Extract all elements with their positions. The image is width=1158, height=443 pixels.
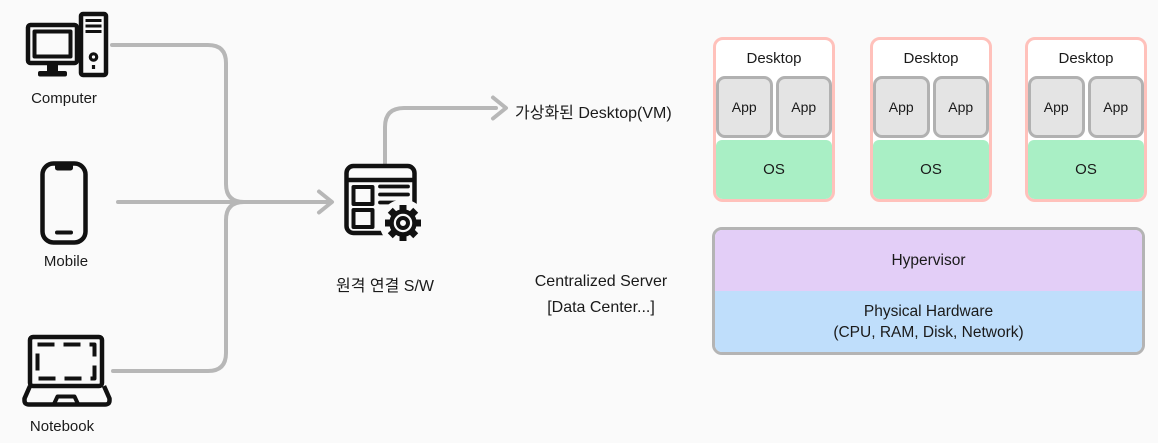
centralized-server-label: Centralized Server [Data Center...] — [501, 269, 701, 321]
app-box: App — [873, 76, 930, 138]
centralized-server-line2: [Data Center...] — [547, 299, 655, 316]
app-row: App App — [716, 76, 832, 138]
desktop-vm-box-3: Desktop App App OS — [1025, 37, 1147, 202]
software-to-vm-line — [383, 106, 498, 166]
notebook-to-junction-line — [111, 200, 246, 373]
desktop-vm-box-1: Desktop App App OS — [713, 37, 835, 202]
physical-hardware-layer: Physical Hardware (CPU, RAM, Disk, Netwo… — [715, 291, 1142, 352]
mobile-icon — [40, 161, 88, 245]
desktop-title: Desktop — [1058, 49, 1114, 67]
gear-icon — [379, 199, 427, 247]
infrastructure-box: Hypervisor Physical Hardware (CPU, RAM, … — [712, 227, 1145, 355]
arrowhead-to-vm — [491, 95, 508, 121]
mobile-label: Mobile — [43, 253, 89, 270]
os-box: OS — [1028, 140, 1144, 199]
desktop-title: Desktop — [746, 49, 802, 67]
hardware-line1: Physical Hardware — [863, 302, 994, 320]
computer-label: Computer — [31, 90, 97, 107]
desktop-title: Desktop — [903, 49, 959, 67]
app-box: App — [1087, 76, 1144, 138]
hardware-line2: (CPU, RAM, Disk, Network) — [833, 323, 1024, 341]
virtualized-desktop-label: 가상화된 Desktop(VM) — [515, 105, 672, 122]
remote-software-label: 원격 연결 S/W — [336, 278, 434, 295]
computer-to-junction-line — [110, 43, 246, 204]
hypervisor-layer: Hypervisor — [715, 230, 1142, 291]
app-row: App App — [1028, 76, 1144, 138]
remote-software-icon — [344, 163, 427, 247]
computer-icon — [25, 11, 109, 78]
app-row: App App — [873, 76, 989, 138]
desktop-vm-box-2: Desktop App App OS — [870, 37, 992, 202]
app-box: App — [1028, 76, 1085, 138]
notebook-icon — [22, 334, 112, 407]
app-box: App — [775, 76, 832, 138]
notebook-label: Notebook — [29, 418, 95, 435]
app-box: App — [716, 76, 773, 138]
os-box: OS — [716, 140, 832, 199]
app-box: App — [932, 76, 989, 138]
arrowhead-to-software — [317, 189, 334, 215]
os-box: OS — [873, 140, 989, 199]
centralized-server-line1: Centralized Server — [534, 273, 668, 290]
